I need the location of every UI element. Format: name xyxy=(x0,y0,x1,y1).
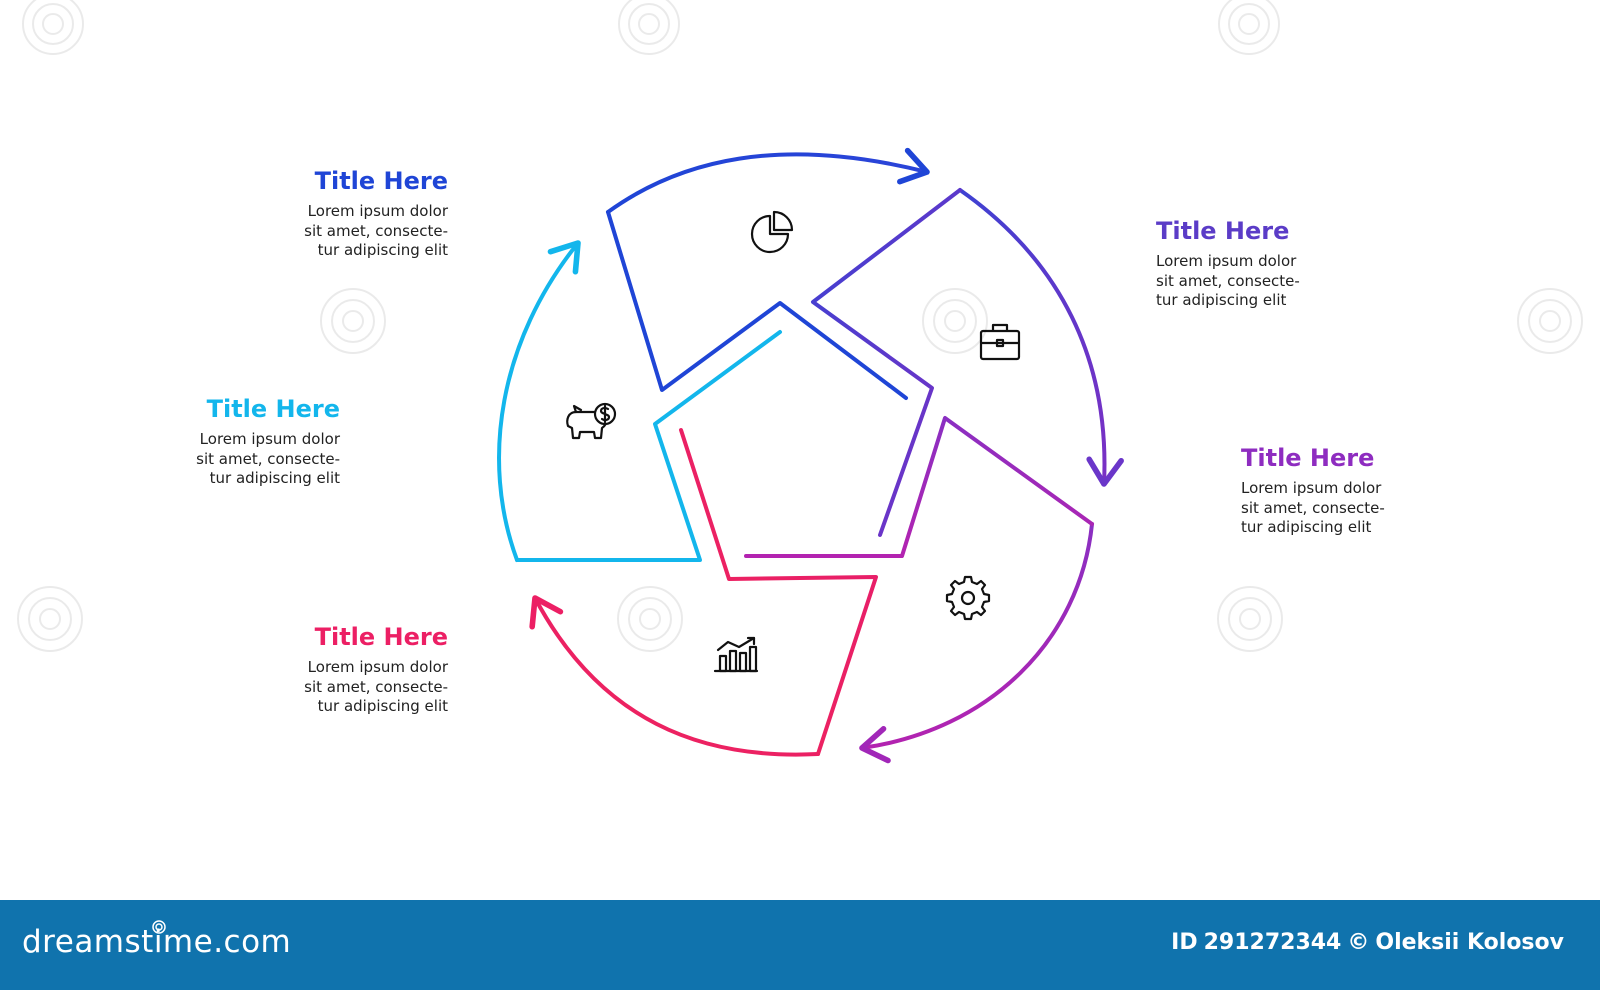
step-2-body-line: tur adipiscing elit xyxy=(1156,291,1287,309)
step-2-title: Title Here xyxy=(1156,217,1290,245)
arc-arrow-5 xyxy=(497,240,581,562)
copyright-symbol: © xyxy=(1347,930,1370,955)
pie-chart-icon xyxy=(750,210,794,254)
watermark-swirl-icon xyxy=(618,0,680,55)
step-1-body-line: tur adipiscing elit xyxy=(317,241,448,259)
step-4-label: Title Here Lorem ipsum dolor sit amet, c… xyxy=(208,622,448,717)
step-2-label: Title Here Lorem ipsum dolor sit amet, c… xyxy=(1156,216,1396,311)
segment-2-outline xyxy=(811,188,962,537)
step-3-label: Title Here Lorem ipsum dolor sit amet, c… xyxy=(1241,443,1481,538)
gear-icon xyxy=(945,575,991,621)
segment-1-outline xyxy=(606,210,908,400)
step-4-body-line: tur adipiscing elit xyxy=(317,697,448,715)
step-2-body-line: sit amet, consecte- xyxy=(1156,271,1300,290)
step-3-body-line: sit amet, consecte- xyxy=(1241,498,1385,517)
bar-chart-growth-icon xyxy=(713,636,759,673)
watermark-swirl-icon xyxy=(17,586,83,652)
step-2-body: Lorem ipsum dolor sit amet, consecte- tu… xyxy=(1156,252,1396,311)
step-5-body-line: sit amet, consecte- xyxy=(196,449,340,468)
arc-arrow-1 xyxy=(606,147,930,214)
step-4-body: Lorem ipsum dolor sit amet, consecte- tu… xyxy=(208,658,448,717)
watermark-swirl-icon xyxy=(22,0,84,55)
watermark-swirl-icon xyxy=(1517,288,1583,354)
arc-arrow-4 xyxy=(529,595,820,757)
step-5-label: Title Here Lorem ipsum dolor sit amet, c… xyxy=(100,394,340,489)
cycle-diagram xyxy=(497,147,1124,764)
watermark-swirl-icon xyxy=(1218,0,1280,55)
step-5-body: Lorem ipsum dolor sit amet, consecte- tu… xyxy=(100,430,340,489)
step-4-title: Title Here xyxy=(314,623,448,651)
arc-arrow-3 xyxy=(859,522,1094,764)
infographic-canvas: Title Here Lorem ipsum dolor sit amet, c… xyxy=(17,0,1583,764)
brand-swirl-icon xyxy=(152,920,166,934)
segment-3-outline xyxy=(744,416,1094,558)
step-1-body: Lorem ipsum dolor sit amet, consecte- tu… xyxy=(208,202,448,261)
step-5-body-line: Lorem ipsum dolor xyxy=(199,430,340,448)
brand-logo[interactable]: dreamstime.com xyxy=(22,924,292,960)
step-3-body: Lorem ipsum dolor sit amet, consecte- tu… xyxy=(1241,479,1481,538)
step-5-title: Title Here xyxy=(206,395,340,423)
watermark-swirl-icon xyxy=(320,288,386,354)
step-2-body-line: Lorem ipsum dolor xyxy=(1156,252,1297,270)
step-3-title: Title Here xyxy=(1241,444,1375,472)
step-5-body-line: tur adipiscing elit xyxy=(209,469,340,487)
segment-4-outline xyxy=(679,428,878,756)
step-3-body-line: tur adipiscing elit xyxy=(1241,518,1372,536)
segment-5-outline xyxy=(515,330,782,562)
author-name: Oleksii Kolosov xyxy=(1375,930,1564,955)
watermark-swirl-icon xyxy=(922,288,988,354)
piggy-bank-icon xyxy=(566,402,617,440)
step-1-title: Title Here xyxy=(314,167,448,195)
step-3-body-line: Lorem ipsum dolor xyxy=(1241,479,1382,497)
watermark-swirl-icon xyxy=(1217,586,1283,652)
step-1-body-line: Lorem ipsum dolor xyxy=(307,202,448,220)
id-label: ID xyxy=(1171,930,1198,955)
step-4-body-line: Lorem ipsum dolor xyxy=(307,658,448,676)
arc-arrow-2 xyxy=(958,188,1124,487)
watermark-swirl-icon xyxy=(617,586,683,652)
step-1-body-line: sit amet, consecte- xyxy=(304,221,448,240)
id-number: 291272344 xyxy=(1203,930,1342,955)
step-4-body-line: sit amet, consecte- xyxy=(304,677,448,696)
step-1-label: Title Here Lorem ipsum dolor sit amet, c… xyxy=(208,166,448,261)
briefcase-icon xyxy=(979,323,1021,361)
